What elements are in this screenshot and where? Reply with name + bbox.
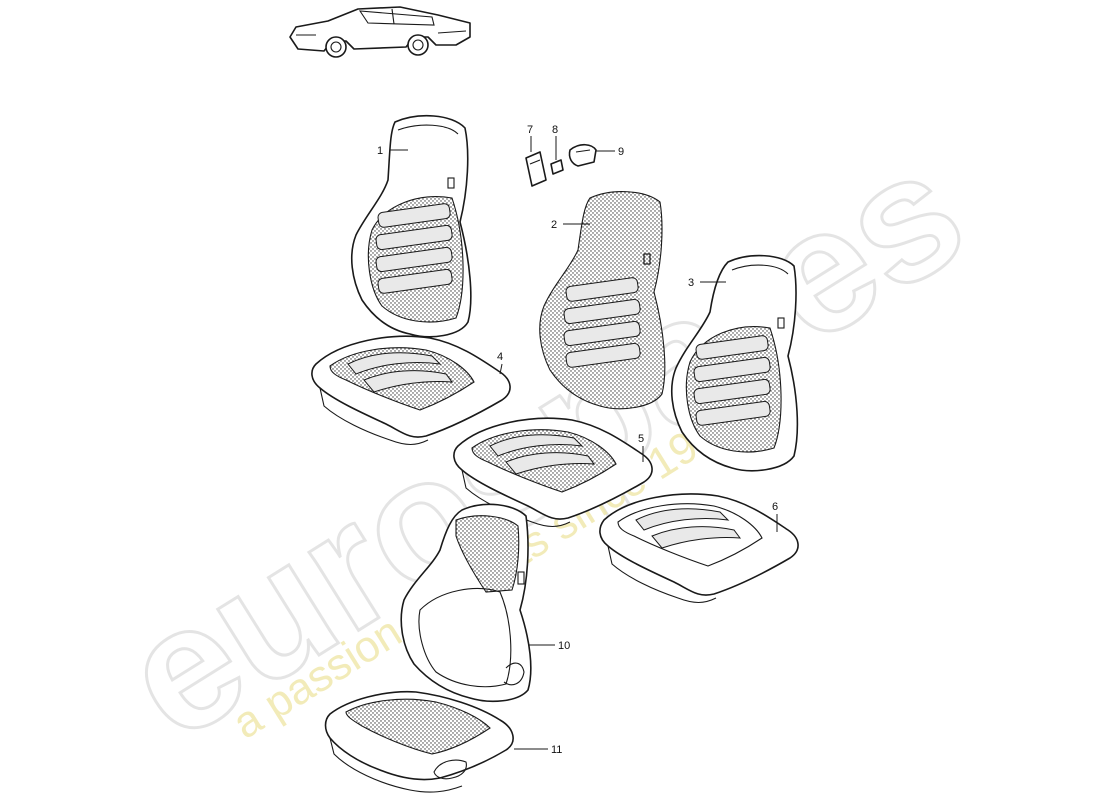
callout-10: 10 <box>558 640 570 652</box>
seat-back-cover-2 <box>539 191 666 410</box>
car-thumbnail <box>289 6 471 58</box>
seat-cushion-cover-4 <box>311 335 511 446</box>
callout-labels: 1 2 3 4 5 6 7 8 9 10 11 <box>377 124 778 756</box>
fitting-7 <box>525 151 547 187</box>
fitting-8 <box>550 159 564 175</box>
callout-2: 2 <box>551 219 557 231</box>
seat-back-cover-1 <box>350 114 472 338</box>
callout-1: 1 <box>377 145 383 157</box>
fitting-9 <box>568 143 597 167</box>
callout-6: 6 <box>772 501 778 513</box>
callout-4: 4 <box>497 351 503 363</box>
seat-cushion-cover-5 <box>453 417 653 528</box>
callout-8: 8 <box>552 124 558 136</box>
seat-back-cover-3 <box>670 254 799 472</box>
seat-cushion-padding-11 <box>324 690 514 793</box>
callout-11: 11 <box>551 744 562 756</box>
seat-back-padding-10 <box>400 503 532 703</box>
callout-7: 7 <box>527 124 533 136</box>
leader-lines <box>390 136 778 750</box>
callout-9: 9 <box>618 146 624 158</box>
callout-5: 5 <box>638 433 644 445</box>
seat-cushion-cover-6 <box>599 493 799 604</box>
callout-3: 3 <box>688 277 694 289</box>
